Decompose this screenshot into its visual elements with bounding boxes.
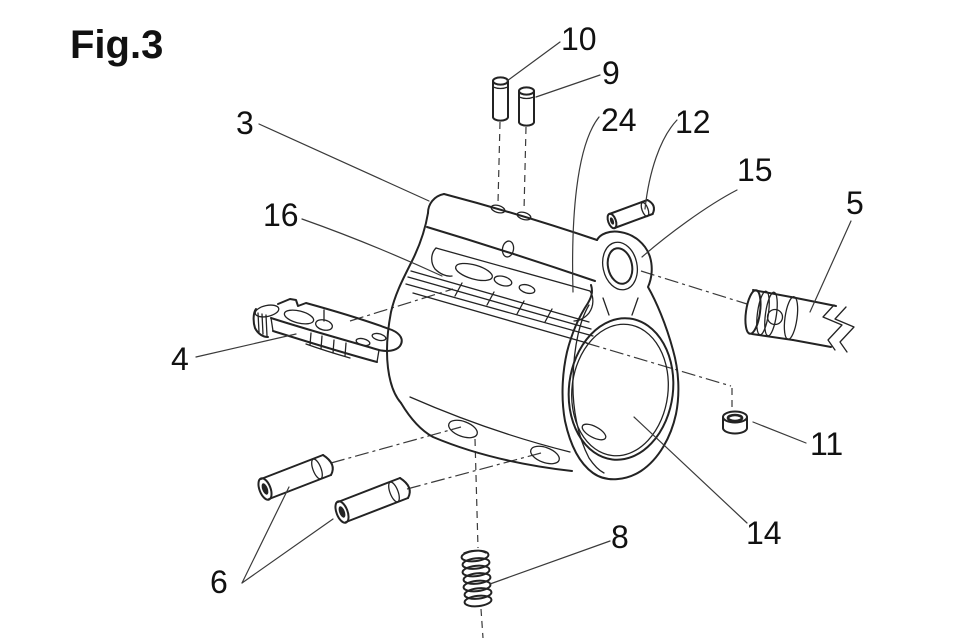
bottom-hole-rear (530, 445, 560, 465)
pin-axis-line-1 (330, 426, 462, 464)
leader-lines (195, 41, 852, 585)
top-hole-9 (516, 211, 532, 221)
spring-drawing (460, 549, 493, 608)
pin10-drop-line (497, 121, 501, 204)
front-oval-hole (501, 240, 515, 258)
plate-axis-line (349, 288, 454, 322)
pin-9-drawing (518, 86, 535, 127)
leader-24 (572, 116, 600, 293)
part-label-16: 16 (263, 197, 299, 233)
part-label-11: 11 (810, 426, 843, 462)
rail-lines (405, 270, 594, 344)
ring-head-outline (561, 230, 680, 481)
leader-5 (809, 220, 852, 313)
recess-top-edge (435, 247, 591, 292)
part-label-24: 24 (601, 102, 637, 138)
boss-outer-ring (601, 241, 639, 291)
bore-slot (581, 423, 607, 441)
gas-port-hole (766, 308, 784, 326)
bore-inner (571, 323, 669, 457)
plug-11-drawing (722, 410, 748, 435)
part-label-3: 3 (236, 105, 254, 141)
part-label-9: 9 (602, 55, 620, 91)
spring-axis-lower (480, 608, 484, 639)
barrel-stub-drawing (744, 289, 855, 353)
boss-hole-15 (606, 247, 634, 285)
recess-oval-2 (493, 275, 513, 287)
alignment-lines (330, 121, 748, 639)
leader-16 (301, 218, 443, 277)
leader-15 (641, 189, 738, 258)
leader-4 (195, 333, 297, 358)
pin-axis-line-2 (406, 452, 542, 490)
bottom-hole-front (448, 419, 478, 439)
part-label-12: 12 (675, 104, 711, 140)
part-label-14: 14 (746, 515, 782, 551)
part-label-15: 15 (737, 152, 773, 188)
leader-10 (506, 41, 561, 82)
top-hole-10 (490, 204, 506, 214)
lever-plate-drawing (252, 298, 403, 363)
part-label-5: 5 (846, 185, 864, 221)
pin-12-drawing (606, 199, 655, 230)
recess-oval-1 (454, 262, 494, 282)
leader-6b (241, 518, 334, 584)
plate-pivot-hole (315, 319, 333, 331)
leader-8 (489, 540, 611, 585)
roll-pins-drawing (257, 454, 411, 524)
break-symbol-2 (834, 306, 855, 353)
part-label-6: 6 (210, 564, 228, 600)
leader-12 (644, 119, 678, 210)
leader-3 (258, 123, 430, 202)
part-label-10: 10 (561, 21, 597, 57)
gas-tube-axis-line (640, 270, 748, 305)
leader-11 (752, 421, 807, 444)
figure-title: Fig.3 (70, 23, 163, 67)
break-symbol-1 (822, 304, 843, 351)
pin-10-drawing (492, 76, 509, 122)
plate-slot-hole (283, 309, 315, 325)
labels: Fig.3 3 16 4 6 10 9 24 12 15 5 11 14 8 (70, 21, 864, 600)
pin9-drop-line (523, 126, 527, 212)
bore-outer (567, 317, 675, 461)
part-label-8: 8 (611, 519, 629, 555)
recess-left-hook (431, 247, 453, 277)
leader-6a (241, 486, 290, 584)
spring-axis-upper (474, 438, 479, 549)
leader-9 (535, 74, 601, 98)
leader-14 (633, 416, 748, 524)
gas-block-body-drawing (386, 193, 680, 481)
recess-oval-3 (518, 283, 536, 295)
part-label-4: 4 (171, 341, 189, 377)
bore-axis-line (585, 342, 732, 387)
